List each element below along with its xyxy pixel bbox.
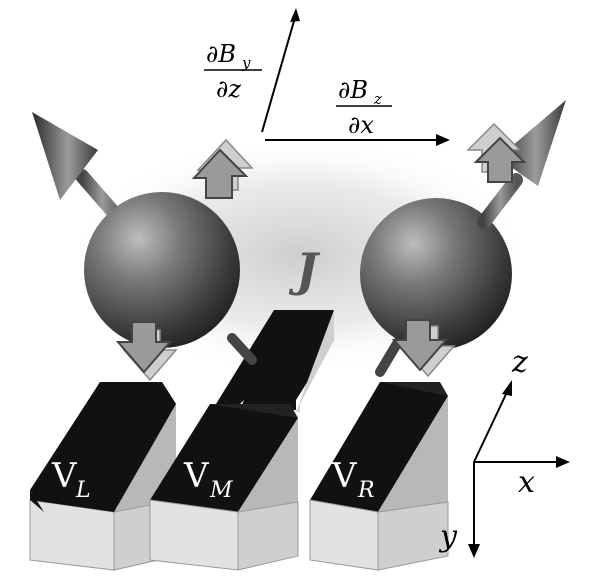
spin-right-arrowhead bbox=[498, 100, 566, 186]
spin-right bbox=[360, 100, 566, 378]
gate-middle-label-main: V bbox=[183, 456, 210, 496]
gradient-y-denominator: ∂z bbox=[216, 75, 241, 103]
spin-right-sphere bbox=[360, 198, 512, 350]
gate-right: V R bbox=[309, 382, 449, 571]
gate-right-label-main: V bbox=[331, 456, 358, 496]
field-arrow-left-down bbox=[115, 321, 178, 382]
axis-x-arrowhead bbox=[556, 456, 570, 468]
gate-middle-top bbox=[150, 404, 298, 512]
gate-left-label-main: V bbox=[51, 456, 78, 496]
x-direction-arrowhead bbox=[436, 134, 450, 146]
axis-z-arrowhead bbox=[502, 380, 512, 396]
field-arrow-right-up bbox=[466, 122, 527, 183]
gradient-z-denominator: ∂x bbox=[348, 111, 374, 139]
spin-left-arrowhead bbox=[32, 112, 98, 200]
spin-right-tail bbox=[375, 337, 403, 377]
axis-z-line bbox=[473, 389, 509, 463]
field-arrow-right-up-icon bbox=[473, 136, 527, 183]
gradient-bz-dx: ∂B z ∂x bbox=[336, 76, 392, 139]
gate-right-front bbox=[309, 499, 379, 571]
z-direction-line bbox=[261, 13, 297, 133]
spin-right-shaft bbox=[477, 173, 523, 229]
gate-left-label-sub: L bbox=[75, 478, 91, 503]
gate-middle-label-sub: M bbox=[209, 478, 233, 503]
gradient-by-dz: ∂B y ∂z bbox=[204, 40, 262, 103]
gate-middle-front bbox=[149, 499, 239, 571]
axis-z-label: z bbox=[511, 345, 528, 380]
axis-y-arrowhead bbox=[468, 544, 480, 558]
spin-left-sphere bbox=[84, 192, 240, 348]
field-arrow-right-down-icon bbox=[391, 319, 449, 372]
field-arrow-left-down-icon bbox=[115, 321, 173, 374]
gradient-axes bbox=[261, 8, 450, 146]
axis-x-label: x bbox=[518, 465, 535, 500]
gradient-z-numerator: ∂B bbox=[338, 76, 368, 104]
gradient-z-subscript: z bbox=[373, 90, 382, 108]
z-direction-arrowhead bbox=[290, 8, 300, 22]
spin-left-tail bbox=[227, 333, 257, 365]
gradient-y-numerator: ∂B bbox=[206, 40, 236, 68]
field-arrow-left-up-icon bbox=[191, 148, 249, 199]
gate-middle: V M bbox=[149, 310, 334, 571]
coordinate-axes: z x y bbox=[438, 345, 570, 558]
field-arrow-left-up bbox=[191, 138, 254, 199]
field-arrow-right-down bbox=[391, 319, 456, 378]
gate-right-top bbox=[310, 382, 448, 512]
gate-right-label-sub: R bbox=[357, 478, 375, 503]
spin-left bbox=[32, 112, 257, 382]
axis-y-label: y bbox=[438, 519, 458, 554]
gradient-y-subscript: y bbox=[241, 54, 251, 72]
